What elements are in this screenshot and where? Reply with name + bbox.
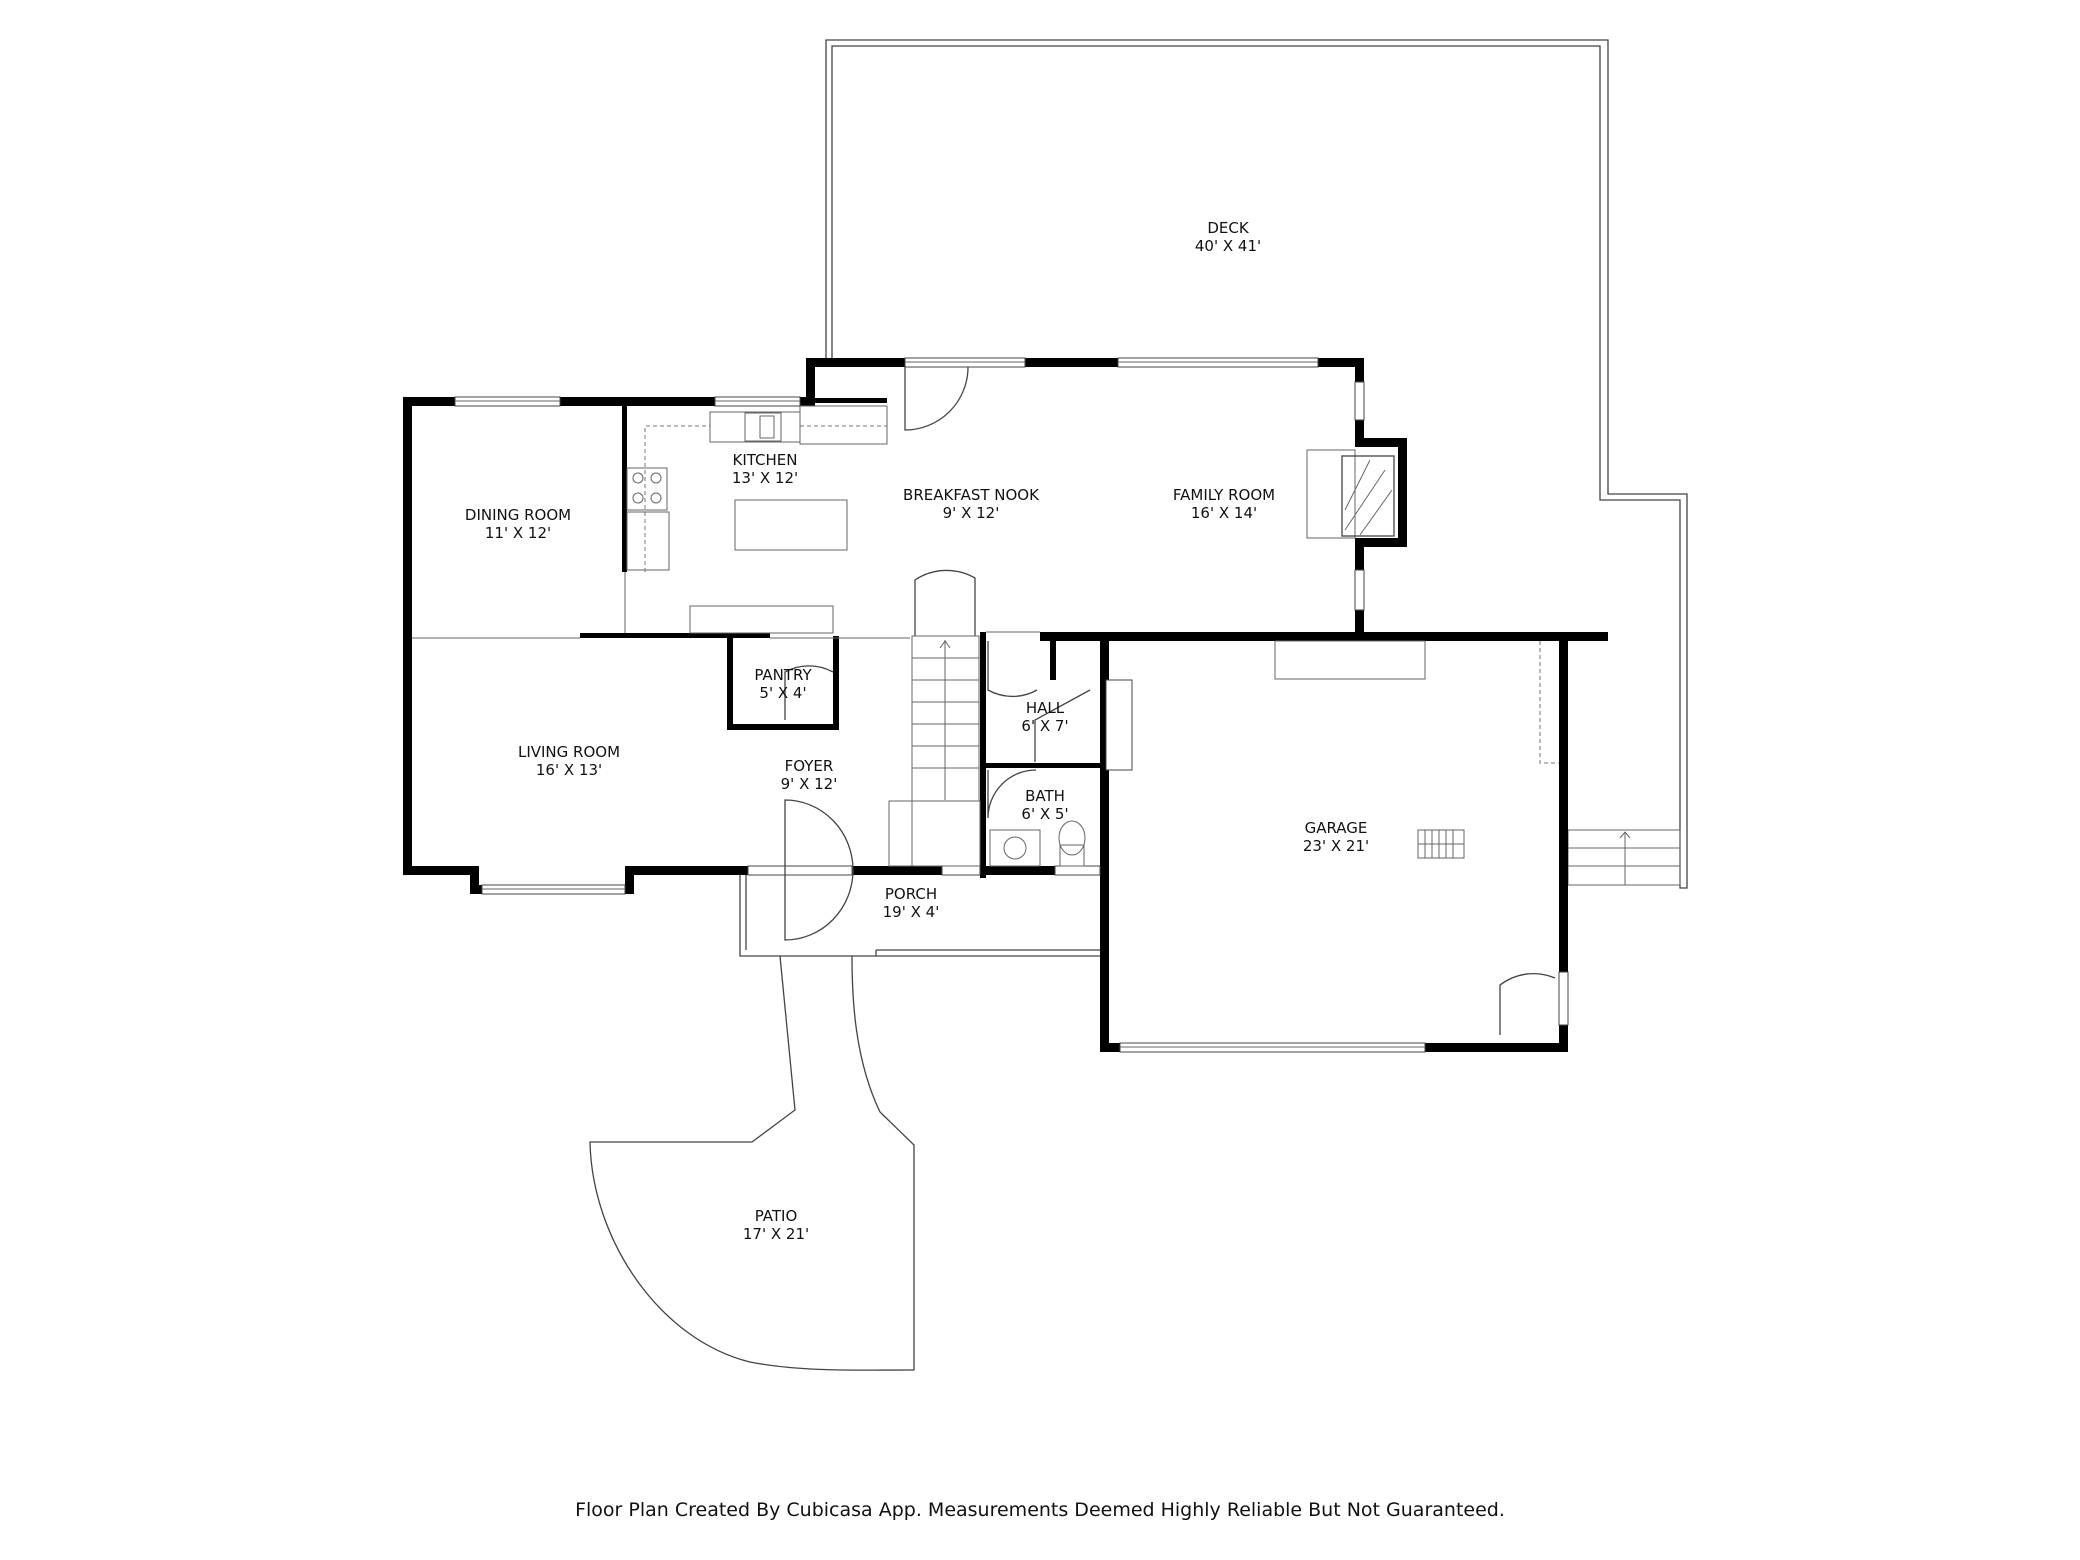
room-name: BREAKFAST NOOK (903, 486, 1040, 504)
room-label-deck: DECK 40' X 41' (1195, 219, 1261, 255)
fireplace (1306, 449, 1395, 539)
room-name: PATIO (755, 1207, 798, 1225)
room-name: GARAGE (1305, 819, 1368, 837)
room-label-living-room: LIVING ROOM 16' X 13' (518, 743, 620, 779)
room-label-kitchen: KITCHEN 13' X 12' (732, 451, 798, 487)
room-dims: 13' X 12' (732, 469, 798, 487)
deck-stairs (1567, 829, 1681, 886)
kitchen-fixtures (626, 405, 888, 634)
room-label-foyer: FOYER 9' X 12' (781, 757, 838, 793)
windows (454, 357, 1569, 1053)
room-name: HALL (1026, 699, 1065, 717)
patio-outline (589, 955, 915, 1371)
room-label-pantry: PANTRY 5' X 4' (754, 666, 812, 702)
room-dims: 9' X 12' (943, 504, 1000, 522)
room-dims: 5' X 4' (759, 684, 806, 702)
room-name: FOYER (785, 757, 834, 775)
doors (784, 366, 1556, 1035)
walls (403, 358, 1608, 1052)
room-label-patio: PATIO 17' X 21' (743, 1207, 809, 1243)
room-dims: 16' X 14' (1191, 504, 1257, 522)
room-name: LIVING ROOM (518, 743, 620, 761)
interior-stairs (888, 635, 981, 867)
room-name: FAMILY ROOM (1173, 486, 1275, 504)
room-dims: 16' X 13' (536, 761, 602, 779)
room-dims: 11' X 12' (485, 524, 551, 542)
deck-outline (825, 39, 1688, 889)
room-dims: 9' X 12' (781, 775, 838, 793)
interior-lines (412, 572, 1559, 764)
room-name: KITCHEN (733, 451, 798, 469)
room-dims: 6' X 5' (1021, 805, 1068, 823)
room-label-bath: BATH 6' X 5' (1021, 787, 1068, 823)
room-label-hall: HALL 6' X 7' (1021, 699, 1068, 735)
room-label-dining-room: DINING ROOM 11' X 12' (465, 506, 571, 542)
room-name: PANTRY (754, 666, 812, 684)
room-name: DECK (1207, 219, 1250, 237)
room-dims: 23' X 21' (1303, 837, 1369, 855)
garage-fixtures (1274, 640, 1465, 859)
room-label-breakfast-nook: BREAKFAST NOOK 9' X 12' (903, 486, 1040, 522)
room-name: DINING ROOM (465, 506, 571, 524)
bath-fixtures (989, 820, 1086, 867)
room-name: BATH (1025, 787, 1065, 805)
room-label-porch: PORCH 19' X 4' (883, 885, 940, 921)
porch-outline (739, 874, 1100, 957)
disclaimer-footer: Floor Plan Created By Cubicasa App. Meas… (575, 1499, 1505, 1521)
room-dims: 6' X 7' (1021, 717, 1068, 735)
room-dims: 40' X 41' (1195, 237, 1261, 255)
room-label-garage: GARAGE 23' X 21' (1303, 819, 1369, 855)
room-label-family-room: FAMILY ROOM 16' X 14' (1173, 486, 1275, 522)
room-name: PORCH (885, 885, 937, 903)
room-dims: 19' X 4' (883, 903, 940, 921)
room-dims: 17' X 21' (743, 1225, 809, 1243)
